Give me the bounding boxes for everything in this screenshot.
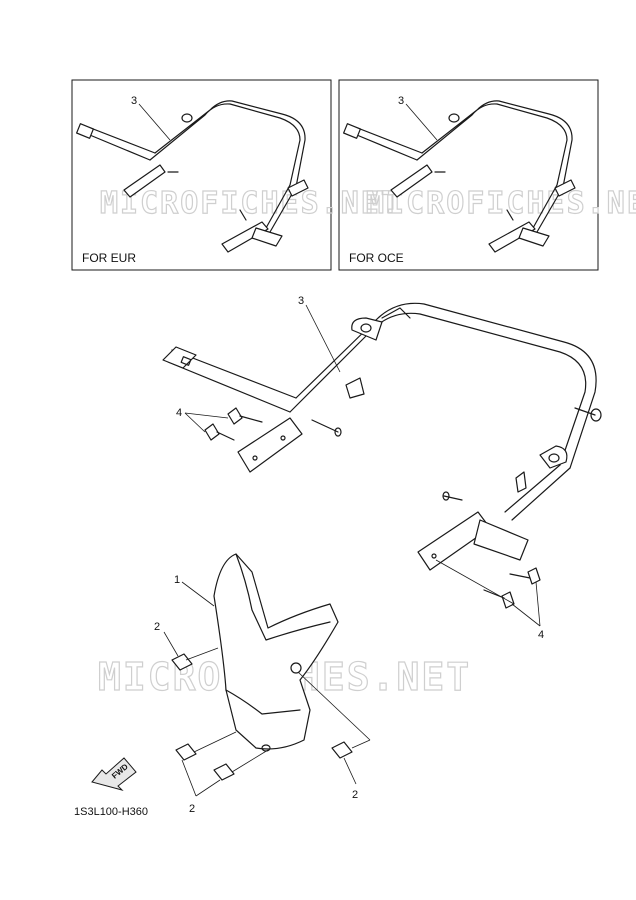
- frame-bracket-oce: [343, 100, 576, 253]
- caption-for-oce: FOR OCE: [349, 251, 404, 265]
- watermark-oce: MICROFICHES.NET: [366, 186, 636, 221]
- leader-2-bottom-a: [181, 759, 197, 797]
- leader-4-lower-b: [511, 603, 541, 627]
- leader-2-bottom-b: [195, 779, 221, 797]
- leader-2-left-b: [185, 647, 219, 661]
- cover-part: [213, 553, 339, 752]
- callout-2-bottom: 2: [189, 803, 195, 815]
- leader-main-3: [305, 304, 341, 373]
- leader-2-right-b: [297, 671, 371, 741]
- frame-bracket-eur: [76, 100, 309, 253]
- bolts-lower: [483, 567, 541, 609]
- leader-eur: [138, 103, 171, 141]
- callout-3-main: 3: [298, 295, 304, 307]
- fwd-arrow-icon: FWD: [91, 757, 137, 791]
- inset-eur: MICROFICHES.NET 3 FOR EUR: [71, 79, 401, 271]
- leader-4-upper-a: [184, 412, 229, 419]
- caption-for-eur: FOR EUR: [82, 251, 136, 265]
- leader-4-lower-c: [435, 559, 515, 605]
- leader-1: [181, 581, 215, 607]
- callout-4-upper: 4: [176, 407, 182, 419]
- callout-1: 1: [174, 574, 180, 586]
- bolts-upper: [204, 407, 263, 441]
- leader-oce: [405, 103, 438, 141]
- leader-2-bottom-c: [193, 731, 237, 753]
- callout-2-right: 2: [352, 789, 358, 801]
- screws: [171, 653, 353, 781]
- watermark-eur: MICROFICHES.NET: [100, 186, 401, 221]
- inset-oce-frame: [338, 79, 599, 271]
- inset-oce: MICROFICHES.NET 3 FOR OCE: [338, 79, 636, 271]
- callout-2-left: 2: [154, 621, 160, 633]
- callout-3-oce: 3: [398, 95, 404, 107]
- leader-2-right-c: [351, 739, 371, 749]
- leader-4-lower-a: [535, 581, 541, 627]
- inset-eur-frame: [71, 79, 332, 271]
- leader-2-left: [163, 631, 179, 657]
- leader-2-bottom-d: [231, 749, 269, 773]
- callout-4-lower: 4: [538, 629, 544, 641]
- leader-2-right-a: [343, 757, 357, 785]
- leader-4-upper-b: [184, 412, 206, 433]
- callout-3-eur: 3: [131, 95, 137, 107]
- diagram-code: 1S3L100-H360: [74, 806, 148, 818]
- frame-bracket-main: [162, 302, 602, 571]
